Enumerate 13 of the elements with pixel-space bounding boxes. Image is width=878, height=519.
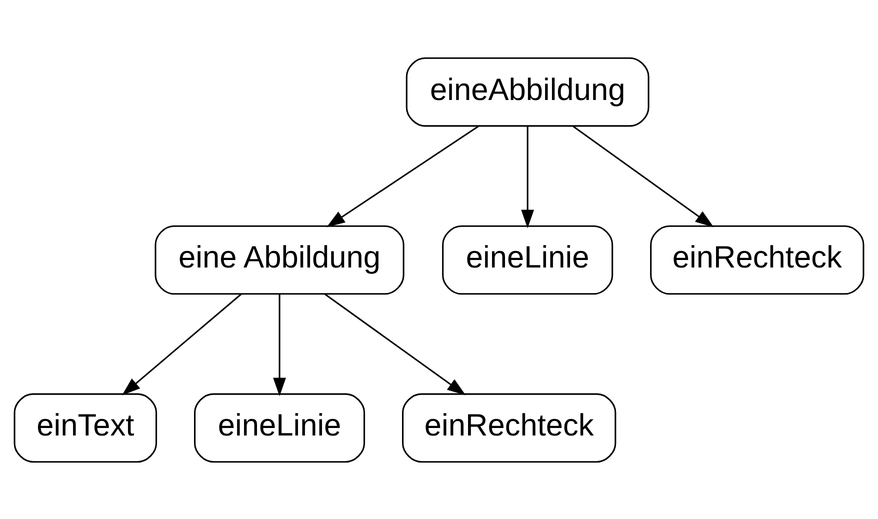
node-box: eineLinie	[194, 392, 366, 462]
node-box: einRechteck	[402, 392, 616, 462]
arrow	[324, 292, 466, 395]
node-box: eineLinie	[442, 224, 614, 294]
arrow	[521, 126, 534, 228]
arrow	[273, 294, 286, 396]
arrow	[326, 125, 479, 227]
arrow	[572, 125, 714, 227]
node-box: einRechteck	[650, 224, 864, 294]
arrow	[122, 293, 242, 395]
node-box: einText	[14, 392, 158, 462]
node-box: eineAbbildung	[406, 56, 650, 126]
node-box: eine Abbildung	[154, 224, 404, 294]
